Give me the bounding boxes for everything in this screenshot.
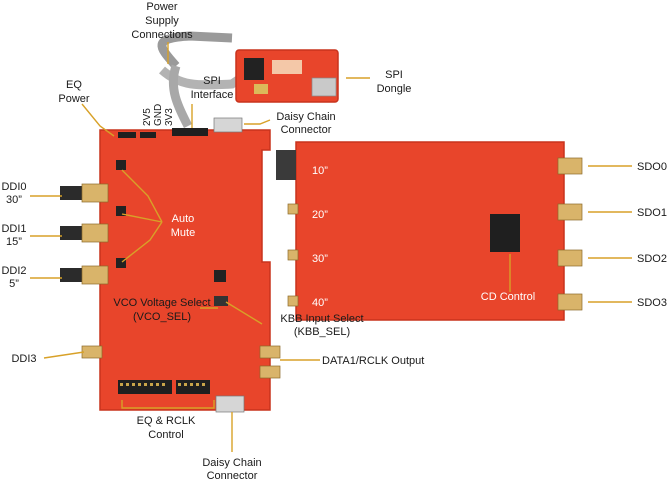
vco-label-2: (VCO_SEL) <box>133 311 191 323</box>
ddi0-label-1: DDI0 <box>1 181 26 193</box>
power-supply-label-1: Power <box>146 1 178 13</box>
voltage-2v5: 2V5 <box>142 108 153 126</box>
vco-label-1: VCO Voltage Select <box>113 297 210 309</box>
auto-mute-label-2: Mute <box>171 227 195 239</box>
power-supply-label-3: Connections <box>131 29 193 41</box>
spi-dongle-label-2: Dongle <box>377 83 412 95</box>
spi-dongle-label-1: SPI <box>385 69 403 81</box>
trace-board <box>276 141 583 321</box>
eq-rclk-label-2: Control <box>148 429 183 441</box>
sdo3-label: SDO3 <box>637 297 667 309</box>
sdo2-label: SDO2 <box>637 253 667 265</box>
spi-interface-label-2: Interface <box>191 89 234 101</box>
ddi3-label: DDI3 <box>11 353 36 365</box>
auto-mute-label-1: Auto <box>172 213 195 225</box>
leader-lines <box>30 42 632 452</box>
daisy-top-label-2: Connector <box>281 124 332 136</box>
main-board <box>60 117 281 413</box>
daisy-bottom-label-2: Connector <box>207 470 258 482</box>
data1-rclk-label: DATA1/RCLK Output <box>322 355 424 367</box>
eq-power-label-1: EQ <box>66 79 82 91</box>
trace-30-label: 30” <box>312 253 328 265</box>
ddi1-label-1: DDI1 <box>1 223 26 235</box>
sdo0-label: SDO0 <box>637 161 667 173</box>
ddi2-label-2: 5” <box>9 278 19 290</box>
spi-dongle-board <box>235 49 339 103</box>
voltage-gnd: GND <box>153 104 164 126</box>
kbb-label-1: KBB Input Select <box>280 313 363 325</box>
power-supply-label-2: Supply <box>145 15 179 27</box>
trace-40-label: 40” <box>312 297 328 309</box>
voltage-3v3: 3V3 <box>164 108 175 126</box>
trace-10-label: 10” <box>312 165 328 177</box>
ribbon-cable <box>157 31 253 129</box>
eq-rclk-label-1: EQ & RCLK <box>137 415 196 427</box>
daisy-bottom-label-1: Daisy Chain <box>202 457 261 469</box>
trace-20-label: 20” <box>312 209 328 221</box>
daisy-top-label-1: Daisy Chain <box>276 111 335 123</box>
ddi0-label-2: 30” <box>6 194 22 206</box>
kbb-label-2: (KBB_SEL) <box>294 326 350 338</box>
ddi2-label-1: DDI2 <box>1 265 26 277</box>
sdo1-label: SDO1 <box>637 207 667 219</box>
eq-power-label-2: Power <box>58 93 90 105</box>
ddi1-label-2: 15” <box>6 236 22 248</box>
spi-interface-label-1: SPI <box>203 75 221 87</box>
cd-control-label: CD Control <box>481 291 535 303</box>
